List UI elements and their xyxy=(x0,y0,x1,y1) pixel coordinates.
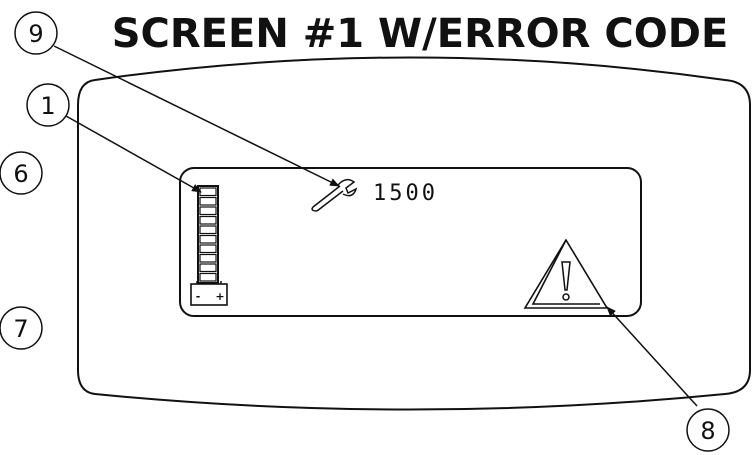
wrench-icon xyxy=(311,178,358,212)
diagram-title: SCREEN #1 W/ERROR CODE xyxy=(112,11,729,57)
callout-7: 7 xyxy=(0,306,43,350)
leader-line-9 xyxy=(53,45,340,187)
svg-text:8: 8 xyxy=(700,417,715,445)
battery-bar-outline xyxy=(197,185,219,284)
svg-text:6: 6 xyxy=(13,160,28,188)
battery-segments xyxy=(199,187,217,282)
battery-segment xyxy=(199,225,217,235)
hour-meter-value: 1500 xyxy=(373,181,438,206)
battery-segment xyxy=(199,215,217,225)
battery-segment xyxy=(199,244,217,254)
leader-line-8 xyxy=(606,306,698,407)
battery-segment xyxy=(199,234,217,244)
display-bezel xyxy=(77,56,751,411)
battery-gauge-icon: - + xyxy=(190,185,228,306)
lcd-screen xyxy=(179,167,642,317)
battery-segment xyxy=(199,263,217,273)
warning-triangle-icon xyxy=(523,238,609,309)
battery-negative-label: - xyxy=(196,290,201,303)
battery-segment xyxy=(199,253,217,263)
callout-9: 9 xyxy=(14,11,58,55)
leader-line-1 xyxy=(65,115,202,193)
svg-text:1: 1 xyxy=(40,92,55,120)
battery-segment xyxy=(199,196,217,206)
callout-1: 1 xyxy=(26,83,70,127)
callout-8: 8 xyxy=(686,408,730,452)
battery-segment xyxy=(199,187,217,197)
battery-body xyxy=(190,283,228,306)
callout-6: 6 xyxy=(0,151,43,195)
svg-text:7: 7 xyxy=(13,315,28,343)
battery-segment xyxy=(199,272,217,282)
battery-positive-label: + xyxy=(215,290,224,303)
battery-segment xyxy=(199,206,217,216)
svg-text:9: 9 xyxy=(28,20,43,48)
